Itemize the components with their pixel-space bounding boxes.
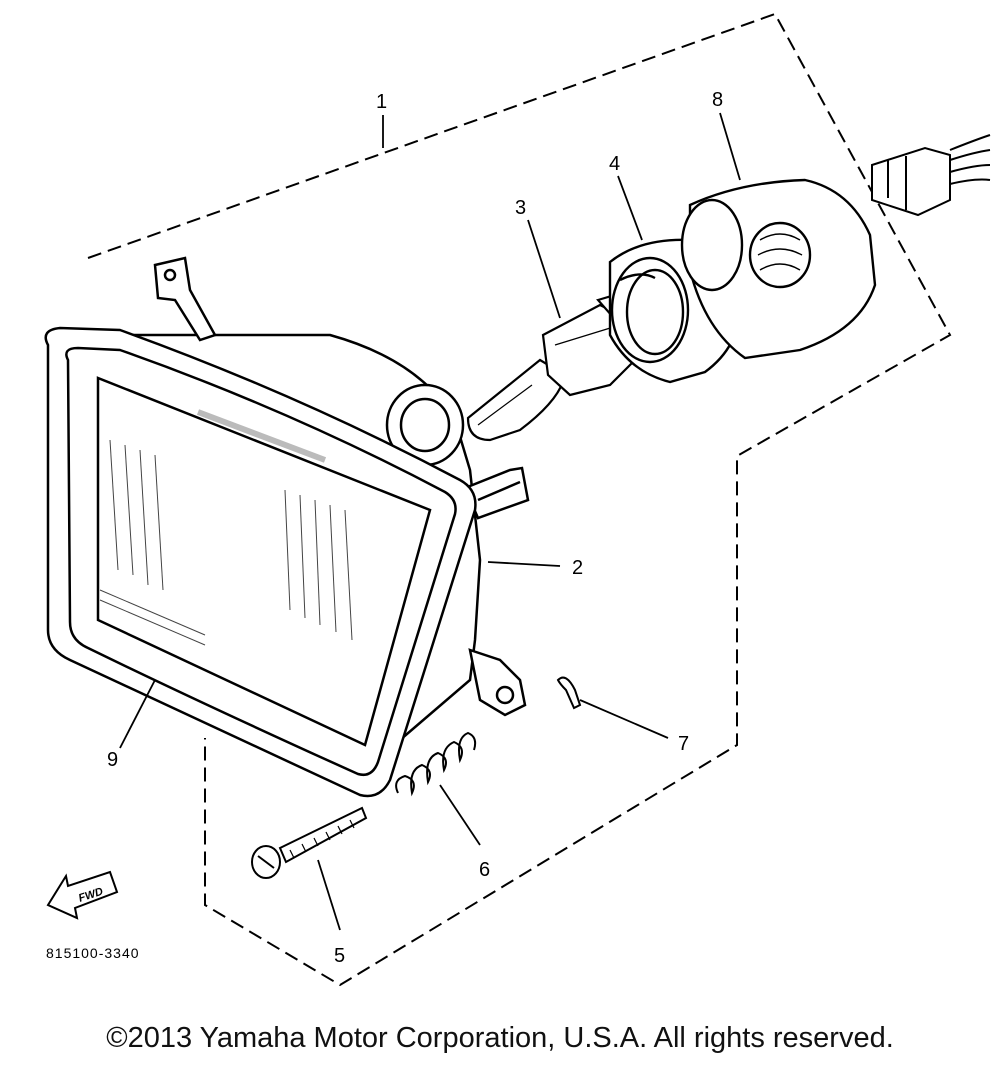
copyright-notice: ©2013 Yamaha Motor Corporation, U.S.A. A… [106, 1022, 894, 1054]
callout-4: 4 [609, 153, 620, 175]
callout-9: 9 [107, 749, 118, 771]
callout-2: 2 [572, 557, 583, 579]
callout-7: 7 [678, 733, 689, 755]
drawing-number: 815100-3340 [46, 945, 140, 961]
callout-8: 8 [712, 89, 723, 111]
headlight-exploded-view: 1 2 3 4 5 6 7 8 9 FWD 815100-3340 [44, 12, 991, 987]
callout-6: 6 [479, 859, 490, 881]
callout-5: 5 [334, 945, 345, 967]
assembly-boundary [87, 12, 952, 987]
rubber-cover [680, 178, 877, 360]
clip [556, 676, 582, 710]
spring [395, 731, 477, 797]
fwd-arrow-icon: FWD [46, 870, 119, 920]
adjusting-screw [251, 806, 368, 879]
leader-lines [119, 112, 741, 931]
headlight-unit [44, 256, 530, 798]
wire-connector [871, 134, 991, 217]
callout-3: 3 [515, 197, 526, 219]
callout-1: 1 [376, 91, 387, 113]
